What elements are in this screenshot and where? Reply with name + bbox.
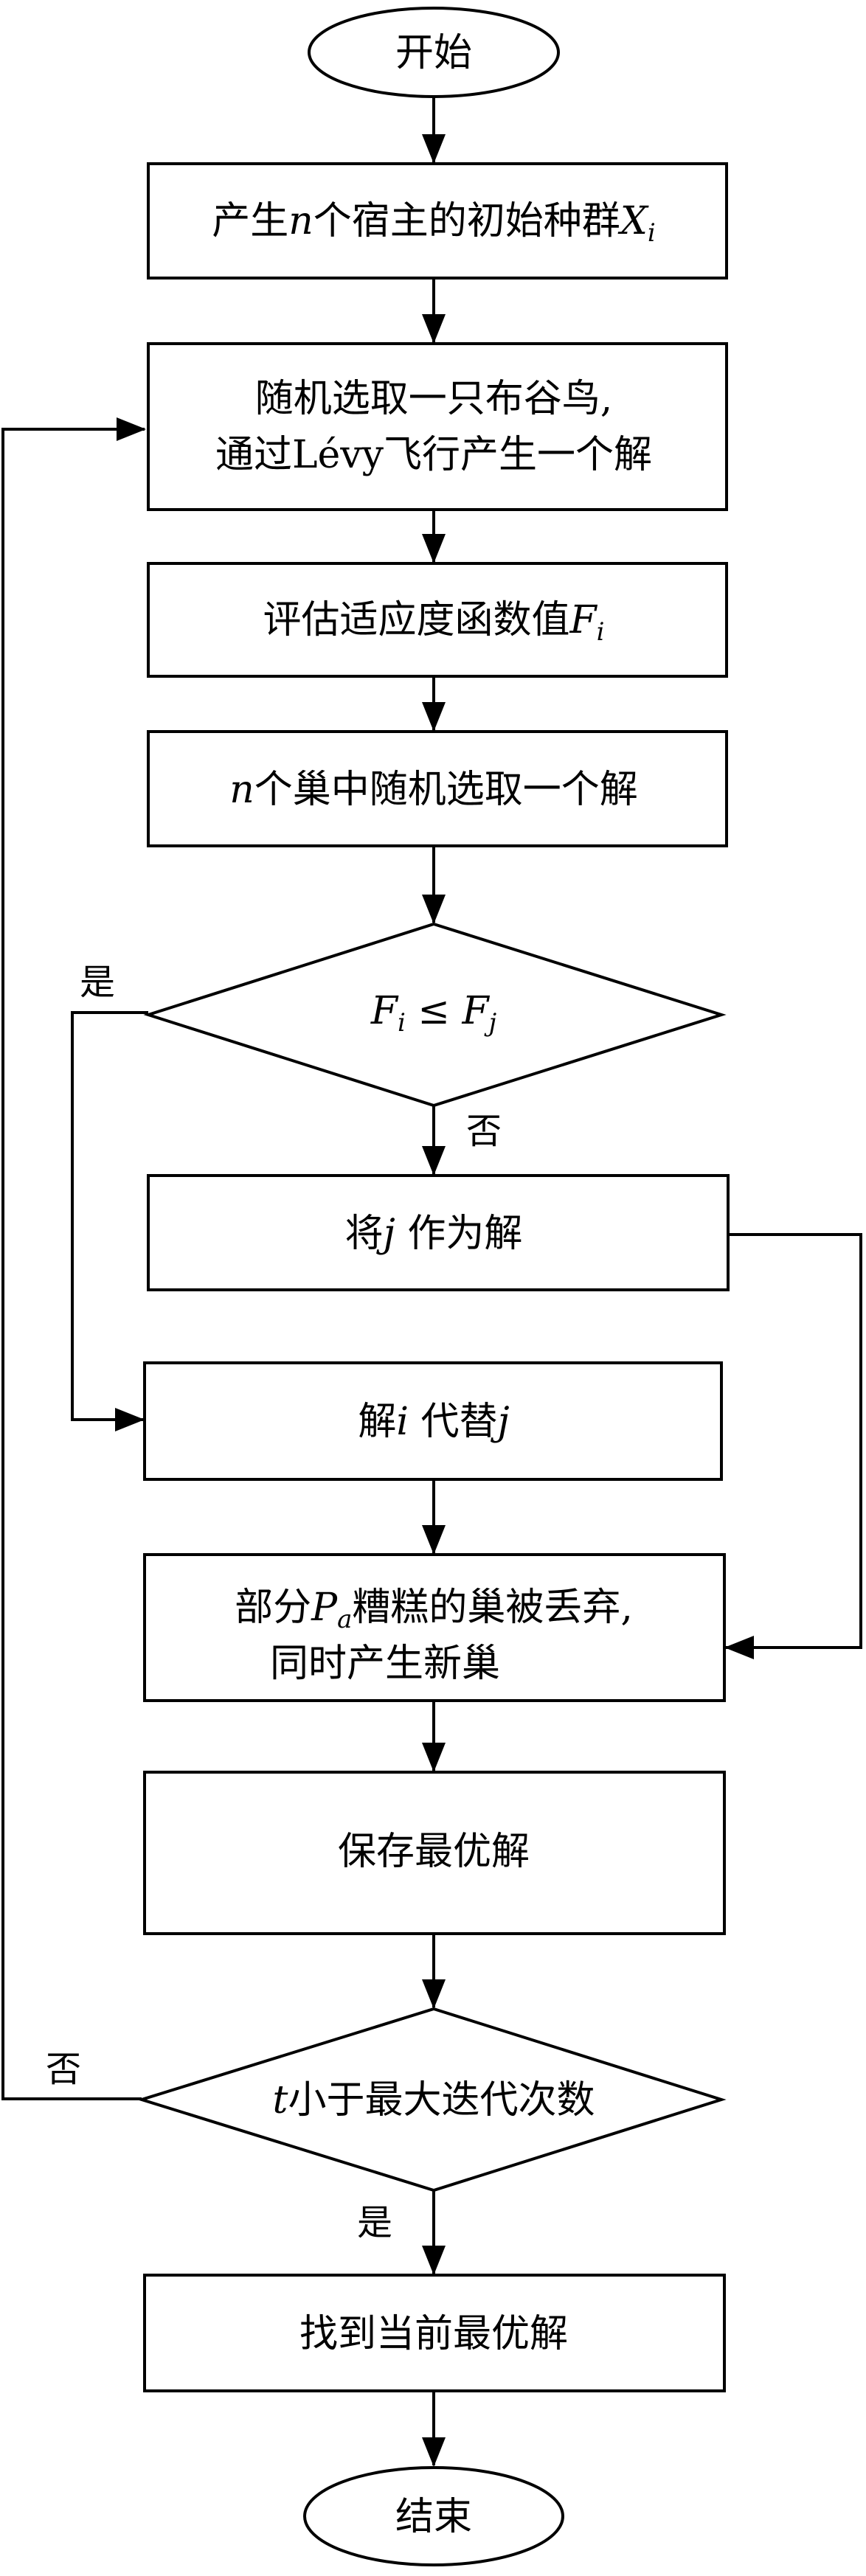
start-label: 开始 <box>395 31 472 75</box>
evaluate-label: 评估适应度函数值Fi <box>263 598 605 647</box>
loop-yes-label: 是 <box>357 2202 392 2243</box>
edges <box>1 97 862 2467</box>
abandon-line2: 同时产生新巢 <box>270 1642 500 1686</box>
edge-loop-back <box>1 417 146 2100</box>
loop-check-decision: t小于最大迭代次数 <box>136 2007 727 2193</box>
compare-label: Fi ≤ Fj <box>370 989 497 1038</box>
compare-decision: Fi ≤ Fj <box>143 922 727 1108</box>
take-j-label: 将j 作为解 <box>345 1212 523 1256</box>
loop-check-label: t小于最大迭代次数 <box>273 2078 595 2122</box>
edge-takej-to-abandon <box>724 1233 862 1659</box>
abandon-node: 部分Pa糟糕的巢被丢弃, 同时产生新巢 <box>143 1553 726 1702</box>
init-node: 产生n个宿主的初始种群Xi <box>147 162 728 280</box>
replace-node: 解i 代替j <box>143 1361 723 1481</box>
init-label: 产生n个宿主的初始种群Xi <box>212 199 655 248</box>
result-node: 找到当前最优解 <box>143 2274 726 2392</box>
abandon-line1: 部分Pa糟糕的巢被丢弃, <box>235 1586 633 1634</box>
evaluate-node: 评估适应度函数值Fi <box>147 562 728 678</box>
compare-no-label: 否 <box>466 1111 502 1152</box>
select-line1: 随机选取一只布谷鸟, <box>255 377 613 421</box>
select-node: 随机选取一只布谷鸟, 通过Lévy飞行产生一个解 <box>147 342 728 511</box>
keep-label: 保存最优解 <box>338 1830 530 1874</box>
loop-no-label: 否 <box>46 2049 81 2090</box>
compare-yes-label: 是 <box>80 962 115 1003</box>
take-j-node: 将j 作为解 <box>147 1174 730 1291</box>
pick-label: n个巢中随机选取一个解 <box>229 768 638 812</box>
select-line2: 通过Lévy飞行产生一个解 <box>215 433 652 477</box>
keep-node: 保存最优解 <box>143 1771 726 1935</box>
end-node: 结束 <box>303 2466 564 2566</box>
start-node: 开始 <box>308 7 560 98</box>
result-label: 找到当前最优解 <box>299 2312 568 2356</box>
end-label: 结束 <box>395 2495 472 2539</box>
replace-label: 解i 代替j <box>358 1400 509 1444</box>
pick-node: n个巢中随机选取一个解 <box>147 730 728 847</box>
edge-compare-yes <box>71 1011 148 1431</box>
